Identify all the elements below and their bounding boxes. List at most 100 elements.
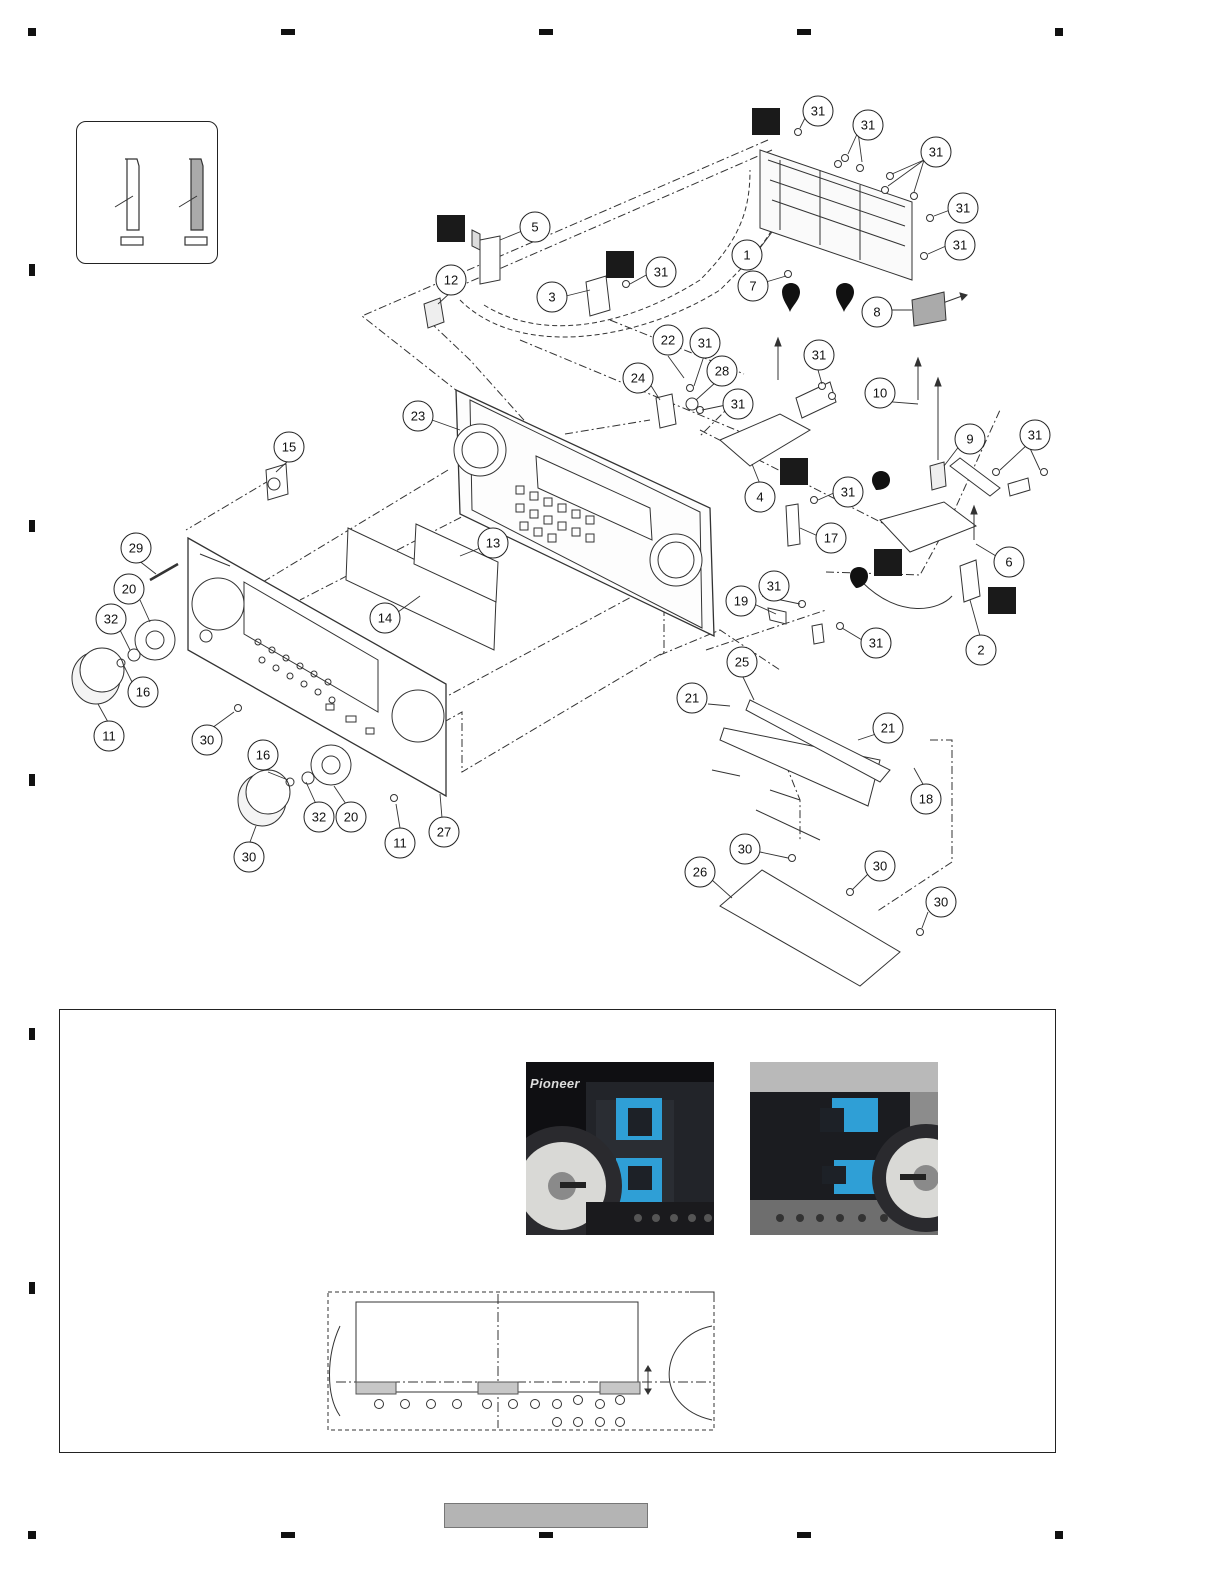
callout-30: 30 xyxy=(730,834,760,864)
callout-32: 32 xyxy=(304,802,334,832)
callout-8: 8 xyxy=(862,297,892,327)
callout-29: 29 xyxy=(121,533,151,563)
callout-number: 20 xyxy=(122,582,136,597)
callout-number: 31 xyxy=(767,579,781,594)
callout-2: 2 xyxy=(966,635,996,665)
registration-mark xyxy=(28,1531,36,1539)
callout-12: 12 xyxy=(436,265,466,295)
callout-31: 31 xyxy=(833,477,863,507)
callout-3: 3 xyxy=(537,282,567,312)
callout-31: 31 xyxy=(803,96,833,126)
callout-18: 18 xyxy=(911,784,941,814)
callout-31: 31 xyxy=(861,628,891,658)
callout-number: 5 xyxy=(531,220,538,235)
callout-number: 16 xyxy=(256,748,270,763)
callout-31: 31 xyxy=(1020,420,1050,450)
callout-number: 12 xyxy=(444,273,458,288)
callout-17: 17 xyxy=(816,523,846,553)
callout-number: 20 xyxy=(344,810,358,825)
brand-logo: Pioneer xyxy=(530,1076,580,1091)
exploded-view-diagram: 3131313131512331178223124283131102393115… xyxy=(0,0,1224,1000)
callout-number: 30 xyxy=(242,850,256,865)
callout-15: 15 xyxy=(274,432,304,462)
callout-number: 31 xyxy=(861,118,875,133)
callout-30: 30 xyxy=(192,725,222,755)
registration-mark xyxy=(1055,1531,1063,1539)
callout-number: 24 xyxy=(631,371,645,386)
callout-number: 21 xyxy=(685,691,699,706)
callout-number: 27 xyxy=(437,825,451,840)
callout-9: 9 xyxy=(955,424,985,454)
callout-number: 31 xyxy=(953,238,967,253)
callout-31: 31 xyxy=(948,193,978,223)
callout-number: 16 xyxy=(136,685,150,700)
callout-number: 28 xyxy=(715,364,729,379)
callout-1: 1 xyxy=(732,240,762,270)
photo-front-panel-left: Pioneer xyxy=(526,1062,714,1235)
callout-number: 18 xyxy=(919,792,933,807)
callout-number: 23 xyxy=(411,409,425,424)
callout-30: 30 xyxy=(926,887,956,917)
callout-number: 4 xyxy=(756,490,763,505)
registration-mark xyxy=(797,1532,811,1538)
callout-number: 32 xyxy=(104,612,118,627)
callout-7: 7 xyxy=(738,271,768,301)
callout-number: 31 xyxy=(812,348,826,363)
callout-31: 31 xyxy=(921,137,951,167)
callout-31: 31 xyxy=(646,257,676,287)
callout-23: 23 xyxy=(403,401,433,431)
callout-number: 31 xyxy=(731,397,745,412)
registration-mark xyxy=(539,1532,553,1538)
callout-number: 9 xyxy=(966,432,973,447)
callout-20: 20 xyxy=(114,574,144,604)
callout-number: 15 xyxy=(282,440,296,455)
registration-mark xyxy=(29,1028,35,1040)
callout-number: 14 xyxy=(378,611,392,626)
callout-number: 26 xyxy=(693,865,707,880)
page-footer-bar xyxy=(444,1503,648,1528)
callout-25: 25 xyxy=(727,647,757,677)
callout-16: 16 xyxy=(248,740,278,770)
callout-31: 31 xyxy=(804,340,834,370)
callout-number: 31 xyxy=(698,336,712,351)
callout-5: 5 xyxy=(520,212,550,242)
callout-number: 31 xyxy=(956,201,970,216)
callout-number: 30 xyxy=(873,859,887,874)
registration-mark xyxy=(281,1532,295,1538)
callout-31: 31 xyxy=(723,389,753,419)
callout-number: 2 xyxy=(977,643,984,658)
callout-24: 24 xyxy=(623,363,653,393)
display-placement-figure xyxy=(320,1286,720,1436)
callout-number: 22 xyxy=(661,333,675,348)
callout-11: 11 xyxy=(94,721,124,751)
callout-number: 25 xyxy=(735,655,749,670)
callout-number: 30 xyxy=(200,733,214,748)
callout-28: 28 xyxy=(707,356,737,386)
callout-number: 7 xyxy=(749,279,756,294)
photo-front-panel-right xyxy=(750,1062,938,1235)
callout-22: 22 xyxy=(653,325,683,355)
registration-mark xyxy=(29,1282,35,1294)
callout-number: 19 xyxy=(734,594,748,609)
callout-number: 3 xyxy=(548,290,555,305)
callout-number: 31 xyxy=(654,265,668,280)
callout-30: 30 xyxy=(234,842,264,872)
callout-20: 20 xyxy=(336,802,366,832)
callout-number: 10 xyxy=(873,386,887,401)
callout-number: 29 xyxy=(129,541,143,556)
callout-number: 11 xyxy=(102,729,116,744)
callout-19: 19 xyxy=(726,586,756,616)
callout-number: 31 xyxy=(811,104,825,119)
callout-27: 27 xyxy=(429,817,459,847)
callout-30: 30 xyxy=(865,851,895,881)
callout-number: 31 xyxy=(1028,428,1042,443)
callout-31: 31 xyxy=(690,328,720,358)
callout-number: 31 xyxy=(841,485,855,500)
callout-4: 4 xyxy=(745,482,775,512)
callout-11: 11 xyxy=(385,828,415,858)
callout-6: 6 xyxy=(994,547,1024,577)
callout-26: 26 xyxy=(685,857,715,887)
callout-number: 6 xyxy=(1005,555,1012,570)
callout-13: 13 xyxy=(478,528,508,558)
callout-31: 31 xyxy=(759,571,789,601)
